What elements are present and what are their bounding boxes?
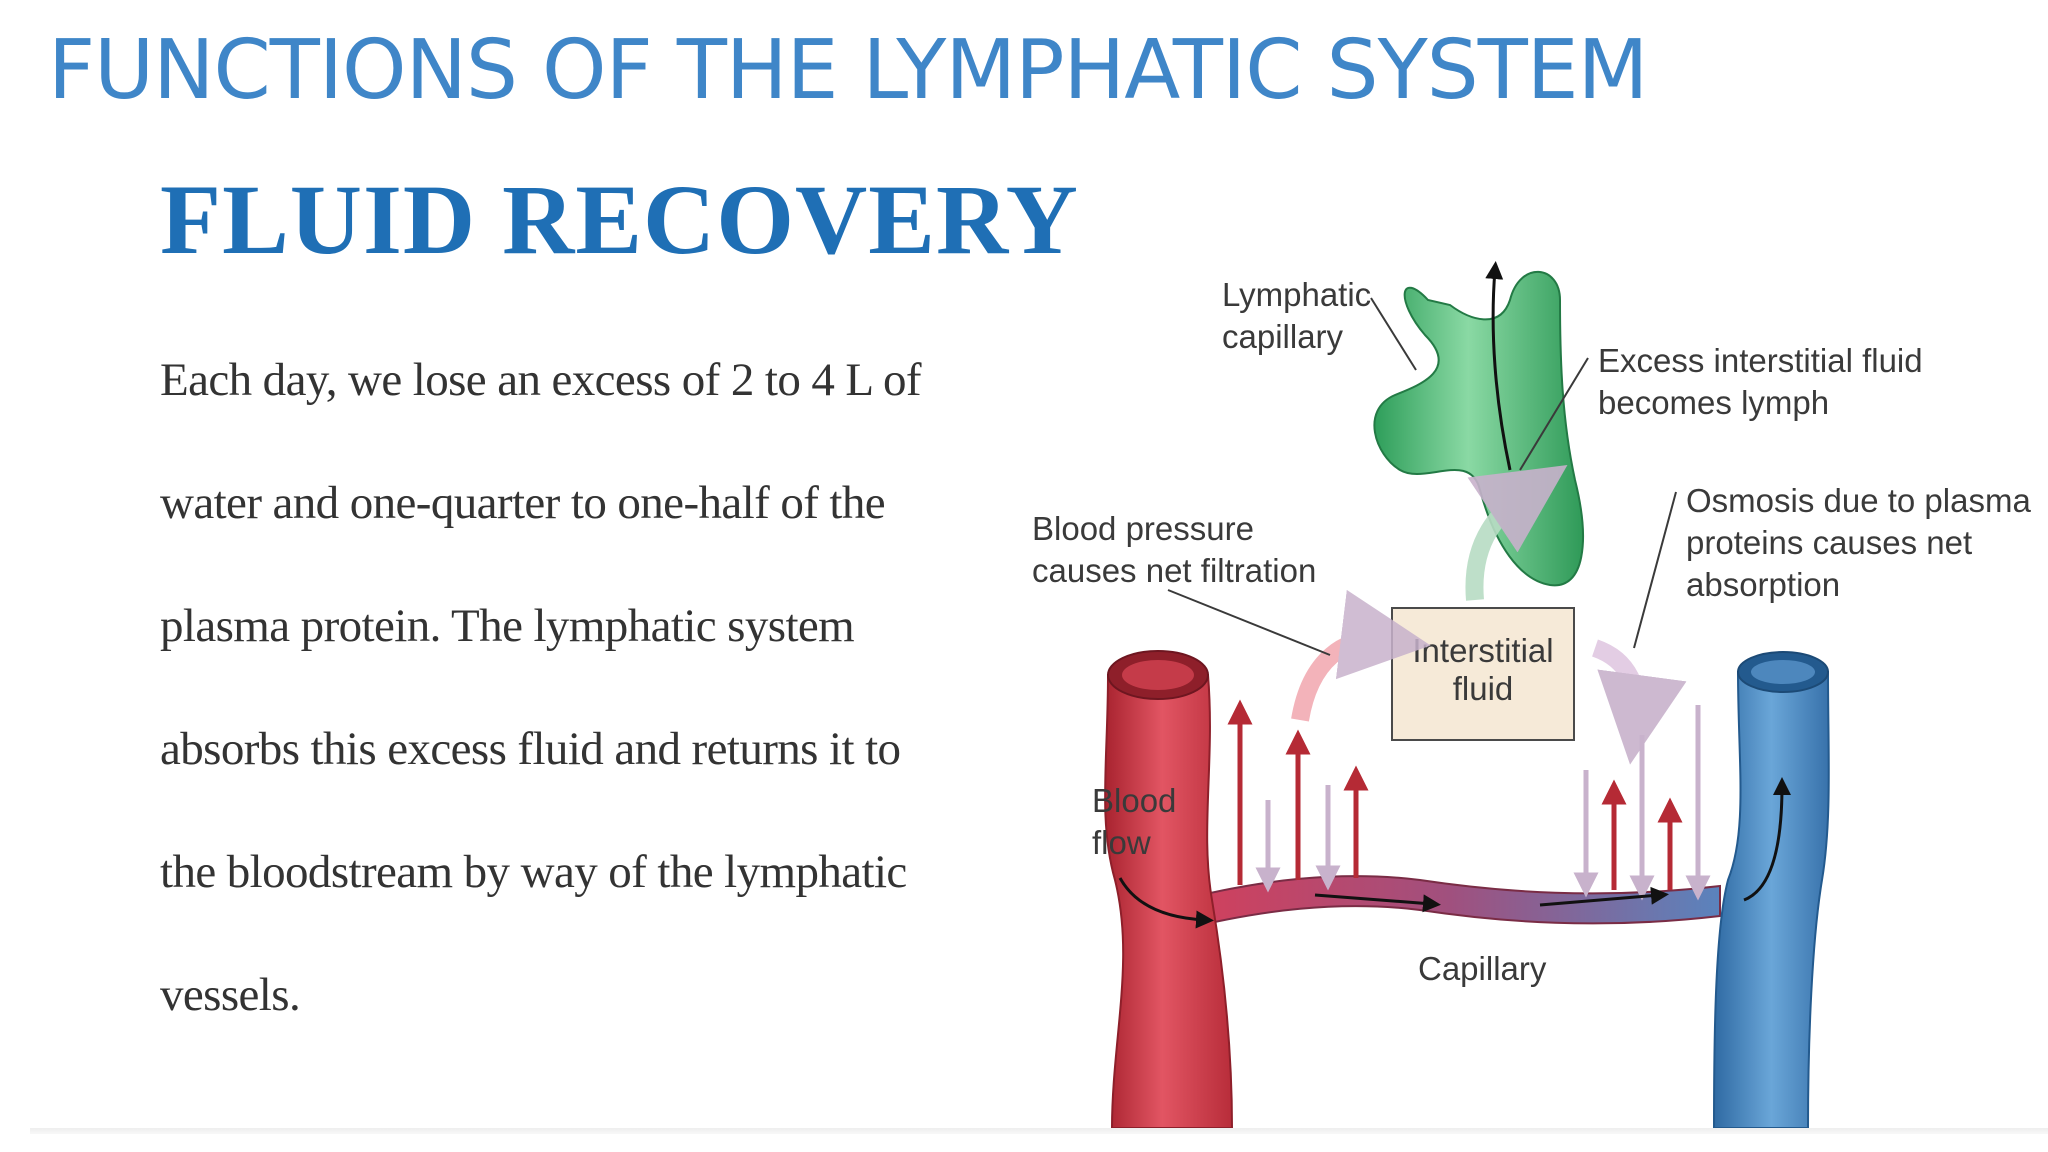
osmosis-label: proteins causes net <box>1686 524 1972 561</box>
lymphatic-capillary-label: capillary <box>1222 318 1344 355</box>
blood-pressure-label: Blood pressure <box>1032 510 1254 547</box>
fluid-to-vein-arrow <box>1591 639 1687 765</box>
body-line: Each day, we lose an excess of 2 to 4 L … <box>160 354 922 406</box>
leader-lines <box>1167 297 1677 656</box>
capillary-vessel <box>1179 875 1721 932</box>
body-line: the bloodstream by way of the lymphatic <box>160 846 907 898</box>
excess-fluid-label: becomes lymph <box>1598 384 1829 421</box>
vein-vessel <box>1712 671 1830 1129</box>
body-line: plasma protein. The lymphatic system <box>160 600 855 652</box>
body-paragraph: Each day, we lose an excess of 2 to 4 L … <box>160 340 960 1078</box>
lymphatic-capillary-label: Lymphatic <box>1222 276 1371 313</box>
artery-vessel <box>1104 674 1234 1129</box>
filtration-arrows <box>1227 699 1683 890</box>
blood-flow-label: Blood <box>1092 782 1176 819</box>
bottom-divider <box>30 1128 2048 1134</box>
body-line: vessels. <box>160 969 301 1021</box>
capillary-label: Capillary <box>1418 950 1547 987</box>
section-heading: FLUID RECOVERY <box>160 164 1079 275</box>
blood-flow-label: flow <box>1092 824 1151 861</box>
blood-pressure-label: causes net filtration <box>1032 552 1316 589</box>
body-line: absorbs this excess fluid and returns it… <box>160 723 901 775</box>
osmosis-label: absorption <box>1686 566 1840 603</box>
interstitial-fluid-label: Interstitial <box>1412 632 1553 669</box>
excess-fluid-label: Excess interstitial fluid <box>1598 342 1923 379</box>
interstitial-fluid-label: fluid <box>1453 670 1514 707</box>
slide-title: FUNCTIONS OF THE LYMPHATIC SYSTEM <box>48 23 1648 118</box>
body-line: water and one-quarter to one-half of the <box>160 477 886 529</box>
blood-flow-arrows <box>1118 777 1791 929</box>
fluid-to-lymph-arrow <box>1465 465 1568 601</box>
absorption-arrows <box>1255 705 1711 901</box>
osmosis-label: Osmosis due to plasma <box>1686 482 2031 519</box>
filtration-to-fluid-arrow <box>1291 589 1431 722</box>
